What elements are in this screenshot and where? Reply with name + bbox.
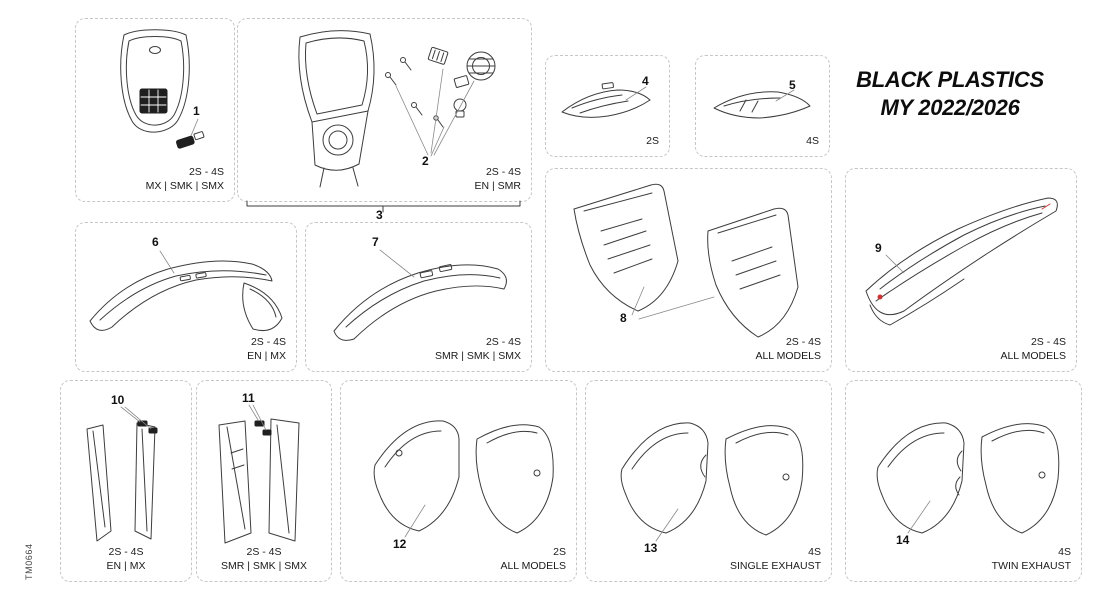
panel-2-caption: 2S - 4S EN | SMR [475, 165, 521, 194]
panel-rear-fender: 9 2S - 4S ALL MODELS [845, 168, 1077, 372]
page-title: BLACK PLASTICS MY 2022/2026 [852, 66, 1048, 121]
panel-radiator-shrouds: 8 2S - 4S ALL MODELS [545, 168, 832, 372]
panel-fork-guards-smr: 11 2S - 4S SMR | SMK | SMX [196, 380, 332, 582]
callout-2: 2 [422, 154, 429, 168]
front-fender-smr-illustration [333, 249, 507, 341]
caption-models: 4S [806, 135, 819, 148]
caption-models: 2S - 4S [485, 165, 521, 178]
cover-2s-illustration [561, 82, 651, 118]
callout-1: 1 [193, 104, 200, 118]
panel-4-caption: 2S [646, 134, 659, 149]
caption-variants: ALL MODELS [1000, 350, 1066, 363]
rear-fender-illustration [865, 197, 1058, 326]
panel-cover-4s: 5 4S [695, 55, 830, 157]
caption-variants: TWIN EXHAUST [991, 560, 1071, 573]
caption-models: 2S - 4S [785, 335, 821, 348]
panel-11-caption: 2S - 4S SMR | SMK | SMX [197, 545, 331, 574]
callout-8: 8 [620, 311, 627, 325]
panel-side-panels-single-exhaust: 13 4S SINGLE EXHAUST [585, 380, 832, 582]
callout-7: 7 [372, 235, 379, 249]
callout-13: 13 [644, 541, 658, 555]
side-panels-single-exhaust-illustration [620, 422, 804, 542]
caption-variants: MX | SMK | SMX [145, 180, 224, 193]
panel-9-caption: 2S - 4S ALL MODELS [1000, 335, 1066, 364]
bracket-line [246, 200, 521, 213]
caption-variants: EN | SMR [474, 180, 521, 193]
panel-headlight-mask: 2 2S - 4S EN | SMR [237, 18, 532, 202]
page-title-line1: BLACK PLASTICS [856, 67, 1044, 92]
document-code: TM0664 [24, 543, 34, 580]
radiator-shrouds-illustration [573, 183, 799, 338]
caption-models: 2S [553, 545, 566, 558]
panel-10-caption: 2S - 4S EN | MX [61, 545, 191, 574]
caption-models: 4S [808, 545, 821, 558]
caption-models: 2S [646, 135, 659, 148]
caption-models: 2S - 4S [485, 335, 521, 348]
caption-variants: SMR | SMK | SMX [435, 350, 521, 363]
side-panels-twin-exhaust-illustration [876, 422, 1060, 534]
caption-variants: EN | MX [106, 560, 146, 573]
panel-8-caption: 2S - 4S ALL MODELS [755, 335, 821, 364]
front-fender-illustration [89, 250, 283, 332]
caption-models: 2S - 4S [188, 165, 224, 178]
panel-cover-2s: 4 2S [545, 55, 670, 157]
callout-9: 9 [875, 241, 882, 255]
callout-14: 14 [896, 533, 910, 547]
caption-models: 2S - 4S [108, 545, 144, 558]
panel-side-panels-twin-exhaust: 14 4S TWIN EXHAUST [845, 380, 1082, 582]
panel-14-caption: 4S TWIN EXHAUST [992, 545, 1071, 574]
caption-variants: EN | MX [247, 350, 286, 363]
callout-5: 5 [789, 78, 796, 92]
caption-variants: ALL MODELS [755, 350, 821, 363]
caption-models: 4S [1058, 545, 1071, 558]
panel-front-fender-smr: 7 2S - 4S SMR | SMK | SMX [305, 222, 532, 372]
callout-10: 10 [111, 393, 125, 407]
panel-5-caption: 4S [806, 134, 819, 149]
caption-models: 2S - 4S [246, 545, 282, 558]
panel-7-caption: 2S - 4S SMR | SMK | SMX [435, 335, 521, 364]
panel-6-caption: 2S - 4S EN | MX [247, 335, 286, 364]
callout-11: 11 [242, 391, 255, 405]
caption-variants: SMR | SMK | SMX [221, 560, 307, 573]
panel-front-number-plate: 1 2S - 4S MX | SMK | SMX [75, 18, 235, 202]
caption-variants: ALL MODELS [500, 560, 566, 573]
caption-variants: SINGLE EXHAUST [729, 560, 821, 573]
fork-guards-smr-illustration [218, 404, 300, 544]
panel-front-fender: 6 2S - 4S EN | MX [75, 222, 297, 372]
callout-12: 12 [393, 537, 407, 551]
panel-12-caption: 2S ALL MODELS [500, 545, 566, 574]
callout-3: 3 [376, 208, 383, 222]
group-bracket: 3 [237, 199, 530, 227]
caption-models: 2S - 4S [1030, 335, 1066, 348]
fork-guards-illustration [86, 406, 158, 542]
page-title-line2: MY 2022/2026 [880, 94, 1020, 120]
caption-models: 2S - 4S [250, 335, 286, 348]
panel-side-panels-2s: 12 2S ALL MODELS [340, 380, 577, 582]
front-number-plate-illustration [120, 29, 205, 149]
panel-fork-guards: 10 2S - 4S EN | MX [60, 380, 192, 582]
headlight-mask-illustration [298, 30, 496, 188]
callout-4: 4 [642, 74, 649, 88]
callout-6: 6 [152, 235, 159, 249]
cover-4s-illustration [713, 89, 811, 119]
panel-1-caption: 2S - 4S MX | SMK | SMX [146, 165, 224, 194]
side-panels-2s-illustration [373, 420, 554, 538]
panel-13-caption: 4S SINGLE EXHAUST [730, 545, 821, 574]
